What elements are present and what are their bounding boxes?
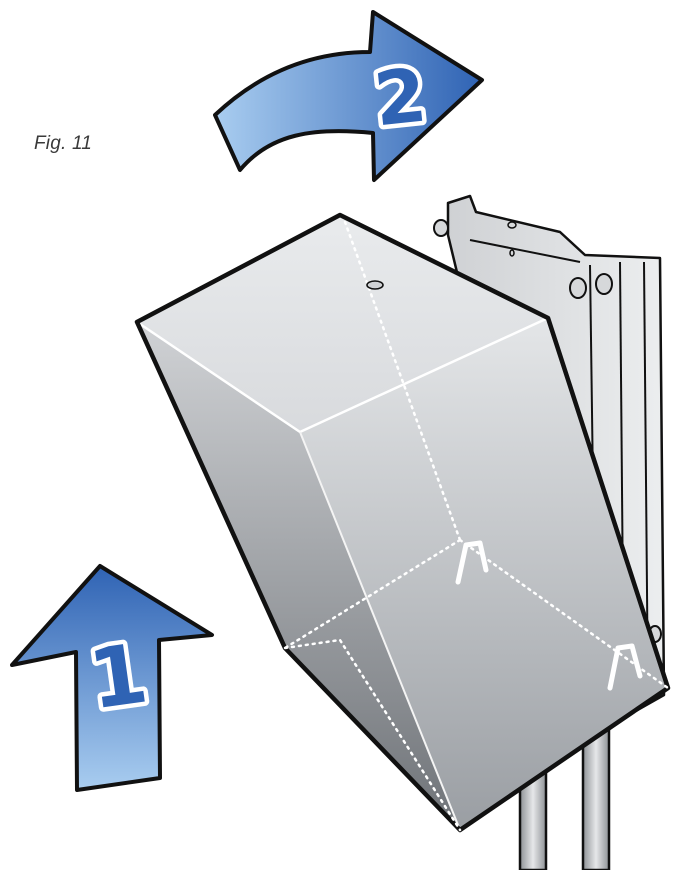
step-2-arrow-icon: 2 [213, 10, 484, 182]
cover-box [134, 212, 671, 833]
step-2-number: 2 [370, 53, 430, 144]
hook-slot-icon [607, 643, 643, 691]
screw-hole [366, 280, 384, 290]
cover-left-face [137, 322, 460, 830]
cover-front-face [300, 318, 668, 830]
hook-slot-icon [455, 540, 489, 585]
bolt-icon [595, 273, 613, 295]
bolt-icon [569, 277, 587, 299]
step-1-arrow-icon: 1 [10, 564, 214, 792]
bolt-icon [433, 219, 449, 237]
figure-caption: Fig. 11 [34, 133, 93, 154]
